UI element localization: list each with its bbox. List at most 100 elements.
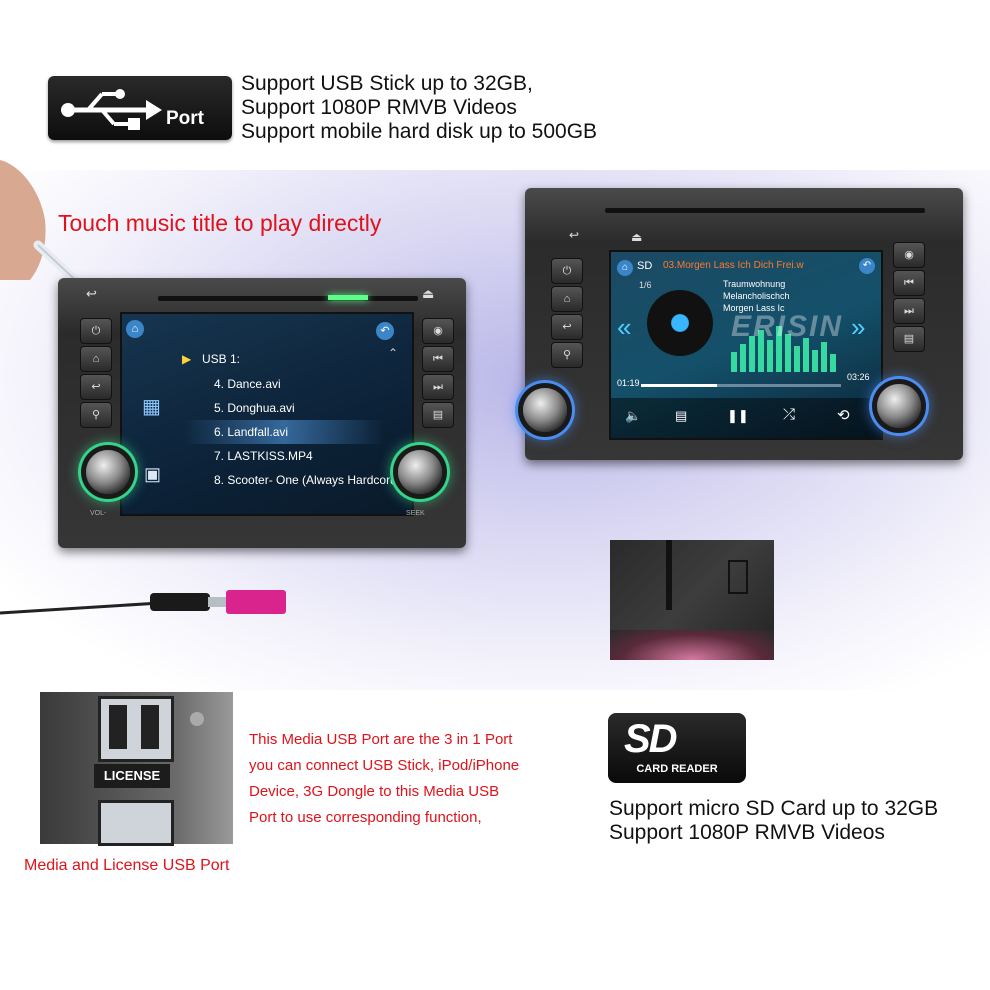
volume-label: VOL- xyxy=(90,510,107,517)
list-icon[interactable]: ▤ xyxy=(675,408,688,423)
return-icon[interactable]: ↶ xyxy=(376,322,394,340)
card-reader-label: CARD READER xyxy=(636,763,718,775)
disc-slot xyxy=(158,296,418,301)
time-elapsed: 01:19 xyxy=(617,378,640,388)
next-button[interactable]: ⏭ xyxy=(422,374,454,400)
back-icon[interactable]: ↩ xyxy=(569,228,580,242)
gps-button[interactable]: ◉ xyxy=(422,318,454,344)
home-icon[interactable]: ⌂ xyxy=(126,320,144,338)
volume-icon[interactable]: 🔈 xyxy=(625,408,642,423)
video-icon[interactable]: ▦ xyxy=(142,396,161,418)
return-icon[interactable]: ↶ xyxy=(859,258,875,274)
prev-button[interactable]: ⏮ xyxy=(422,346,454,372)
eject-icon[interactable]: ⏏ xyxy=(631,230,643,244)
next-arrow-icon[interactable]: » xyxy=(851,312,866,342)
usb-slot xyxy=(109,705,127,749)
left-screen: ⌂ ↶ ▶ USB 1: ▦ ▣ ⌃ ⌄ 4. Dance.avi 5. Don… xyxy=(120,312,414,516)
usb-cable-illustration xyxy=(0,590,286,615)
license-usb-port xyxy=(98,800,174,846)
sd-slot xyxy=(666,540,672,610)
right-head-unit: ↩ ⏏ ⏻ ⌂ ↩ ⚲ ◉ ⏮ ⏭ ▤ ⌂ SD 03.Morgen Lass … xyxy=(523,188,963,460)
screw xyxy=(190,712,204,726)
seek-label: SEEK xyxy=(406,510,425,517)
playlist-item[interactable]: Morgen Lass Ic xyxy=(723,303,785,313)
file-item[interactable]: 7. LASTKISS.MP4 xyxy=(214,449,313,463)
scroll-up-icon[interactable]: ⌃ xyxy=(388,346,399,360)
file-item[interactable]: 5. Donghua.avi xyxy=(214,401,295,415)
gps-button[interactable]: ◉ xyxy=(893,242,925,268)
prev-button[interactable]: ⏮ xyxy=(893,270,925,296)
right-screen: ⌂ SD 03.Morgen Lass Ich Dich Frei.w ↶ 1/… xyxy=(609,250,883,440)
back-button[interactable]: ↩ xyxy=(80,374,112,400)
transport-bar: 🔈 ▤ ❚❚ ⤮ ⟲ xyxy=(611,398,881,438)
sd-card-tab xyxy=(728,560,748,594)
track-count: 1/6 xyxy=(639,280,652,290)
file-list: 4. Dance.avi 5. Donghua.avi 6. Landfall.… xyxy=(184,372,414,492)
home-button[interactable]: ⌂ xyxy=(80,346,112,372)
menu-button[interactable]: ▤ xyxy=(893,326,925,352)
file-item[interactable]: 8. Scooter- One (Always Hardcore).mp4 xyxy=(214,473,414,487)
next-button[interactable]: ⏭ xyxy=(893,298,925,324)
playlist-item[interactable]: Melancholischch xyxy=(723,291,790,301)
media-port-description: This Media USB Port are the 3 in 1 Port … xyxy=(249,727,579,831)
media-port-caption: Media and License USB Port xyxy=(24,857,230,874)
disc-slot-light xyxy=(328,295,368,300)
playlist-item[interactable]: Traumwohnung xyxy=(723,279,786,289)
volume-knob[interactable] xyxy=(86,450,130,494)
previous-arrow-icon[interactable]: « xyxy=(617,312,632,342)
license-label: LICENSE xyxy=(94,764,170,788)
description-line: This Media USB Port are the 3 in 1 Port xyxy=(249,731,513,748)
back-button[interactable]: ↩ xyxy=(551,314,583,340)
sd-support-line: Support 1080P RMVB Videos xyxy=(609,821,885,844)
time-total: 03:26 xyxy=(847,372,870,382)
sd-card-reader-badge: SD CARD READER xyxy=(608,713,746,783)
volume-knob[interactable] xyxy=(523,388,567,432)
usb-support-line: Support mobile hard disk up to 500GB xyxy=(241,120,598,143)
power-button[interactable]: ⏻ xyxy=(551,258,583,284)
home-button[interactable]: ⌂ xyxy=(551,286,583,312)
nav-button[interactable]: ⚲ xyxy=(80,402,112,428)
left-head-unit: ↩ ⏏ ⏻ ⌂ ↩ ⚲ ◉ ⏮ ⏭ ▤ ⌂ ↶ ▶ USB 1: ▦ ▣ ⌃ ⌄… xyxy=(58,278,466,548)
shuffle-icon[interactable]: ⤮ xyxy=(783,406,796,423)
touch-caption: Touch music title to play directly xyxy=(58,210,382,236)
erisin-watermark: ERISIN xyxy=(731,310,844,343)
description-line: Port to use corresponding function, xyxy=(249,809,482,826)
file-item[interactable]: 4. Dance.avi xyxy=(214,377,281,391)
home-icon[interactable]: ⌂ xyxy=(617,260,633,276)
usb-icon xyxy=(61,89,162,130)
scroll-down-icon[interactable]: ⌄ xyxy=(388,474,399,488)
menu-button[interactable]: ▤ xyxy=(422,402,454,428)
progress-fill xyxy=(641,384,717,387)
nav-button[interactable]: ⚲ xyxy=(551,342,583,368)
seek-knob[interactable] xyxy=(877,384,921,428)
vinyl-record-icon xyxy=(647,290,713,356)
back-icon[interactable]: ↩ xyxy=(86,286,97,301)
usb-port-label: Port xyxy=(166,108,204,129)
sd-slot-photo xyxy=(610,540,774,660)
description-line: you can connect USB Stick, iPod/iPhone xyxy=(249,757,520,774)
progress-track[interactable] xyxy=(641,384,841,387)
usb-support-line: Support 1080P RMVB Videos xyxy=(241,96,517,119)
equalizer-bars xyxy=(731,326,836,372)
power-button[interactable]: ⏻ xyxy=(80,318,112,344)
sd-support-text: Support micro SD Card up to 32GB Support… xyxy=(609,797,938,845)
seek-knob[interactable] xyxy=(398,450,442,494)
file-item-selected[interactable]: 6. Landfall.avi xyxy=(184,420,384,444)
usb-slot xyxy=(141,705,159,749)
sd-support-line: Support micro SD Card up to 32GB xyxy=(609,797,939,820)
source-label: SD xyxy=(637,260,653,272)
now-playing-title: 03.Morgen Lass Ich Dich Frei.w xyxy=(663,260,804,271)
folder-label: USB 1: xyxy=(202,352,241,366)
sd-logo-text: SD xyxy=(624,717,678,761)
playlist: Traumwohnung Melancholischch Morgen Lass… xyxy=(723,278,843,314)
picture-icon[interactable]: ▣ xyxy=(144,464,162,484)
disc-slot xyxy=(605,208,925,213)
pause-icon[interactable]: ❚❚ xyxy=(727,408,749,423)
repeat-icon[interactable]: ⟲ xyxy=(837,407,850,424)
usb-support-line: Support USB Stick up to 32GB, xyxy=(241,72,533,95)
dual-usb-port xyxy=(98,696,174,762)
media-usb-port-photo: LICENSE xyxy=(40,692,233,846)
eject-icon[interactable]: ⏏ xyxy=(422,286,435,301)
description-line: Device, 3G Dongle to this Media USB xyxy=(249,783,500,800)
knob-glow xyxy=(610,630,774,660)
